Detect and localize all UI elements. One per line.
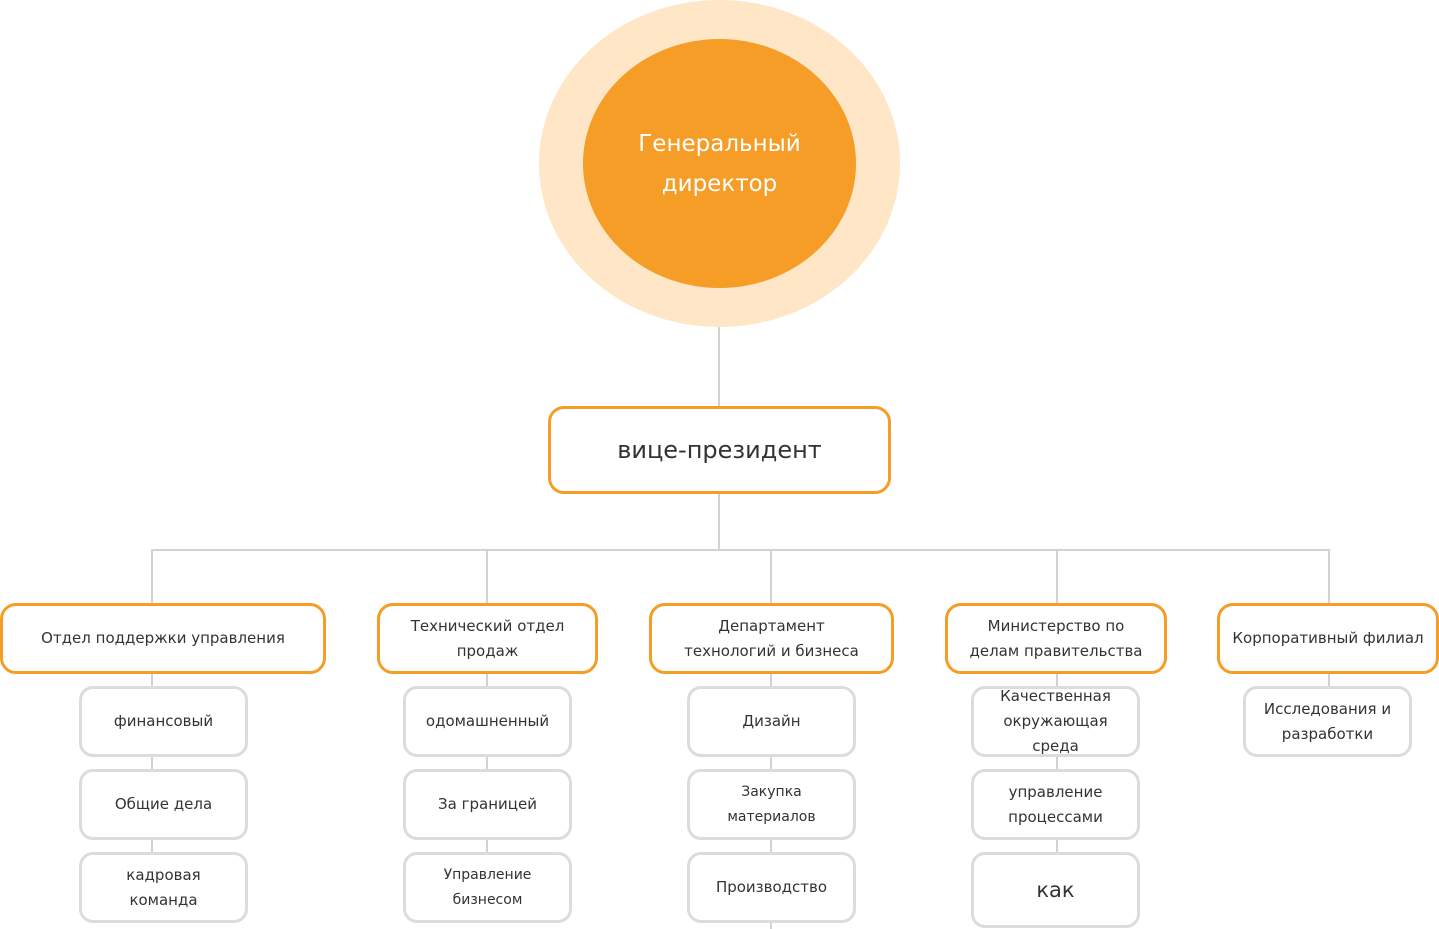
connector-bus-dept-2 <box>486 549 488 604</box>
dept-node-2: Технический отдел продаж <box>377 603 598 674</box>
connector-bus-dept-1 <box>151 549 153 604</box>
dept-label: Министерство по делам правительства <box>969 616 1143 660</box>
vp-node: вице-президент <box>548 406 891 494</box>
ceo-node: Генеральный директор <box>583 39 856 288</box>
unit-node: финансовый <box>79 686 248 757</box>
unit-label: одомашненный <box>425 712 550 730</box>
unit-label: финансовый <box>113 712 214 730</box>
unit-label: как <box>1036 878 1075 902</box>
unit-label: кадровая команда <box>126 865 201 909</box>
dept-node-3: Департамент технологий и бизнеса <box>649 603 894 674</box>
connector-dept-units-5 <box>1328 672 1330 688</box>
dept-node-1: Отдел поддержки управления <box>0 603 326 674</box>
connector-dept-units-1 <box>151 672 153 854</box>
connector-dept-units-4 <box>1056 672 1058 854</box>
unit-label: Дизайн <box>742 712 801 730</box>
dept-node-4: Министерство по делам правительства <box>945 603 1167 674</box>
dept-label: Отдел поддержки управления <box>41 629 285 647</box>
unit-node: Исследования и разработки <box>1243 686 1412 757</box>
unit-node: Дизайн <box>687 686 856 757</box>
unit-node: Общие дела <box>79 769 248 840</box>
unit-label: управление процессами <box>1008 782 1103 826</box>
connector-ceo-vp <box>718 292 720 408</box>
connector-bus-dept-3 <box>770 549 772 604</box>
unit-label: Исследования и разработки <box>1263 699 1392 743</box>
connector-bus <box>151 549 1330 551</box>
vp-label: вице-президент <box>617 436 822 464</box>
dept-label: Департамент технологий и бизнеса <box>684 616 859 660</box>
connector-vp-bus <box>718 493 720 551</box>
unit-node: Качественная окружающая среда <box>971 686 1140 757</box>
unit-label: Качественная окружающая среда <box>1000 687 1111 755</box>
unit-node: Производство <box>687 852 856 923</box>
unit-node: Закупка материалов <box>687 769 856 840</box>
unit-node: как <box>971 852 1140 928</box>
dept-label: Корпоративный филиал <box>1232 629 1424 647</box>
dept-node-5: Корпоративный филиал <box>1217 603 1439 674</box>
unit-node: Управление бизнесом <box>403 852 572 923</box>
unit-node: одомашненный <box>403 686 572 757</box>
unit-label: Производство <box>715 878 828 896</box>
connector-bus-dept-4 <box>1056 549 1058 604</box>
connector-dept-units-2 <box>486 672 488 854</box>
unit-label: Общие дела <box>114 795 213 813</box>
dept-label: Технический отдел продаж <box>410 616 565 660</box>
ceo-label: Генеральный директор <box>638 130 801 197</box>
unit-label: За границей <box>438 795 537 813</box>
unit-label: Закупка материалов <box>727 783 816 825</box>
unit-node: кадровая команда <box>79 852 248 923</box>
unit-label: Управление бизнесом <box>443 866 532 908</box>
unit-node: управление процессами <box>971 769 1140 840</box>
unit-node: За границей <box>403 769 572 840</box>
connector-bus-dept-5 <box>1328 549 1330 604</box>
